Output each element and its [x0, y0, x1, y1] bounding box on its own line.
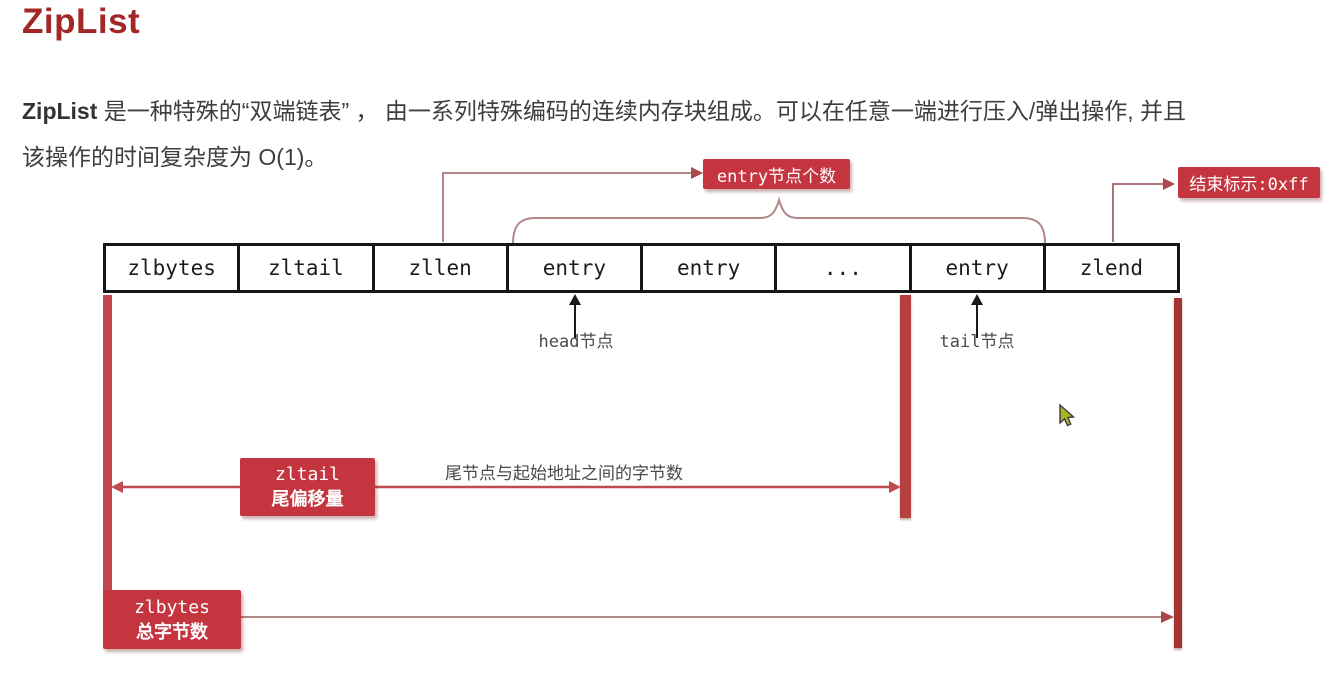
entry-count-text: entry节点个数	[716, 166, 837, 187]
zlbytes-total-arrow	[241, 611, 1174, 623]
cell-zltail: zltail	[237, 246, 371, 290]
tail-entry-bar	[900, 295, 911, 518]
description-line2: 该操作的时间复杂度为 O(1)。	[22, 144, 328, 170]
zltail-offset-label: zltail 尾偏移量	[240, 458, 375, 516]
cell-zlend: zlend	[1042, 246, 1177, 290]
entries-brace	[512, 196, 1046, 245]
mouse-cursor-icon	[1059, 403, 1076, 427]
arrowhead-right-icon	[1161, 611, 1174, 623]
arrowhead-up-icon	[971, 294, 983, 305]
arrowhead-up-icon	[569, 294, 581, 305]
description-line1: 是一种特殊的“双端链表” ， 由一系列特殊编码的连续内存块组成。可以在任意一端进…	[97, 98, 1187, 124]
zltail-offset-desc: 尾偏移量	[271, 489, 344, 509]
zlbytes-total-desc: 总字节数	[136, 621, 208, 642]
entry-count-label: entry节点个数	[703, 159, 850, 189]
cell-entry-tail: entry	[908, 246, 1043, 290]
arrowhead-left-icon	[111, 481, 123, 493]
tail-node-note: tail节点	[939, 332, 1015, 352]
page-title: ZipList	[22, 2, 141, 41]
cell-zllen: zllen	[371, 246, 506, 290]
cell-ellipsis: ...	[774, 246, 908, 290]
end-marker-label: 结束标示:0xff	[1178, 167, 1320, 198]
end-marker-text: 结束标示:0xff	[1189, 175, 1309, 195]
description-bold-prefix: ZipList	[22, 98, 98, 124]
zlbytes-total-name: zlbytes	[134, 596, 210, 618]
head-node-note: head节点	[538, 332, 614, 352]
cell-zlbytes: zlbytes	[127, 256, 216, 280]
ziplist-memory-table: zlbytes zltail zllen entry entry ... ent…	[103, 243, 1180, 293]
zltail-offset-name: zltail	[274, 464, 341, 485]
end-address-bar	[1174, 298, 1182, 648]
cell-entry: entry	[640, 246, 774, 290]
zlbytes-total-label: zlbytes 总字节数	[103, 590, 241, 649]
description: ZipList 是一种特殊的“双端链表” ， 由一系列特殊编码的连续内存块组成。…	[22, 88, 1186, 180]
tail-offset-note: 尾节点与起始地址之间的字节数	[445, 464, 683, 484]
zlend-connector-line	[1112, 178, 1175, 242]
cell-entry-head: entry	[505, 246, 640, 290]
start-address-bar	[103, 295, 112, 646]
